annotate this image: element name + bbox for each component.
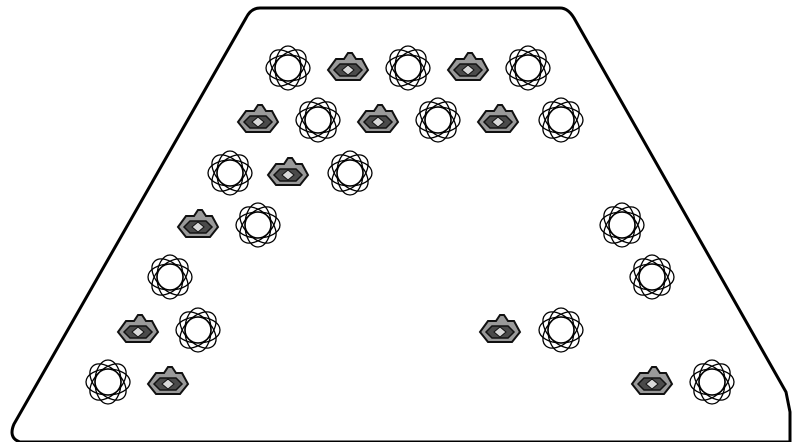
game-board bbox=[0, 0, 795, 442]
